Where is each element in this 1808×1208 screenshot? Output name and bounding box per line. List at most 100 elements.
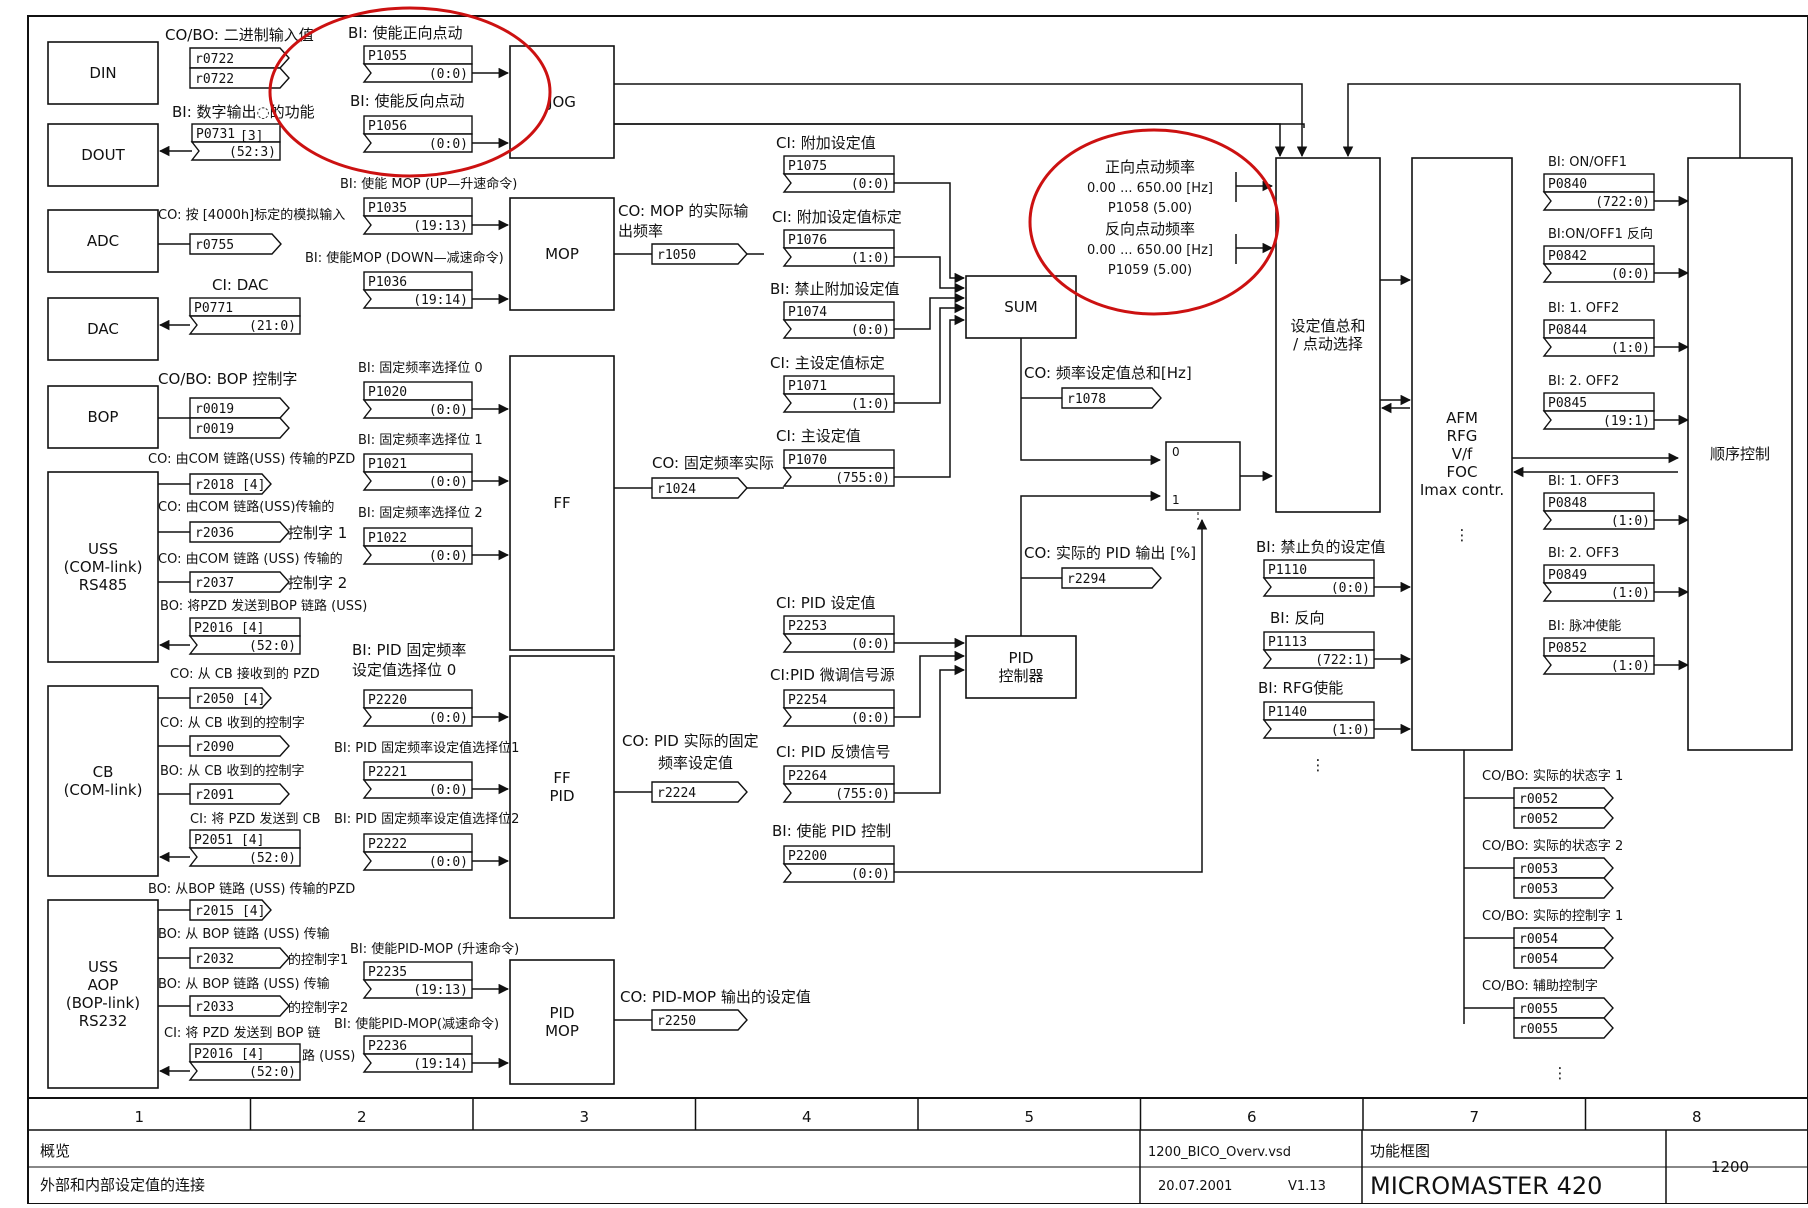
mop-up-param[interactable]: P1035(19:13)	[362, 197, 473, 235]
pid-fb-param[interactable]: P2264(755:0)	[782, 765, 895, 803]
pid-out-param[interactable]: r2294	[1061, 567, 1162, 589]
sum-block-label: SUM	[1004, 298, 1037, 316]
uss4-param[interactable]: P2016 [4](52:0)	[188, 617, 301, 655]
uss2-param[interactable]: r2036	[189, 521, 290, 543]
on-off1-rev-param-param: P0842	[1548, 249, 1587, 264]
pid-sp-param[interactable]: P2253(0:0)	[782, 615, 895, 653]
mop-out-label-2: 出频率	[618, 222, 663, 240]
mop-out-param[interactable]: r1050	[651, 243, 748, 265]
aop1-param[interactable]: r2015 [4]	[189, 899, 272, 921]
pid-trim-param-value-frame	[782, 707, 895, 727]
jog-rev-param-value: (0:0)	[429, 137, 468, 152]
ff1-param[interactable]: P1021(0:0)	[362, 453, 473, 491]
ff0-param[interactable]: P1020(0:0)	[362, 381, 473, 419]
on-off1-rev-param[interactable]: P0842(0:0)	[1542, 245, 1655, 283]
ff2-param[interactable]: P1022(0:0)	[362, 527, 473, 565]
main-param[interactable]: P1070(755:0)	[782, 449, 895, 487]
on-off1-param[interactable]: P0840(722:0)	[1542, 173, 1655, 211]
uss4-param-param: P2016 [4]	[194, 621, 264, 636]
uss1-param[interactable]: r2018 [4]	[189, 473, 272, 495]
ff2-param-value: (0:0)	[429, 549, 468, 564]
pid-fb-param-param: P2264	[788, 769, 827, 784]
adc-param[interactable]: r0755	[189, 233, 282, 255]
ff-out-param[interactable]: r1024	[651, 477, 748, 499]
pulse-param[interactable]: P0852(1:0)	[1542, 637, 1655, 675]
dac-param[interactable]: P0771(21:0)	[188, 297, 301, 335]
ffpid-out-param-param: r2224	[657, 786, 696, 801]
aop1-param-frame	[189, 899, 272, 921]
aop4-param[interactable]: P2016 [4](52:0)	[188, 1043, 301, 1081]
sequence-block-label: 顺序控制	[1710, 445, 1770, 463]
ff1-param-value-frame	[362, 471, 473, 491]
add-scale-param-value: (1:0)	[851, 251, 890, 266]
aux-params-frame-2	[1513, 1017, 1614, 1039]
setpoint-sum-block-label: / 点动选择	[1293, 335, 1363, 353]
ffpid0-param[interactable]: P2220(0:0)	[362, 689, 473, 727]
bop-params-frame-1	[189, 397, 290, 419]
neg-inhibit-param[interactable]: P1110(0:0)	[1262, 559, 1375, 597]
pidmop-up-param[interactable]: P2235(19:13)	[362, 961, 473, 999]
uss4-label: BO: 将PZD 发送到BOP 链路 (USS)	[160, 598, 367, 614]
sum-block: SUM	[965, 275, 1077, 339]
add-param-value: (0:0)	[851, 177, 890, 192]
pid-to-switch	[1020, 490, 1162, 698]
add-scale-param[interactable]: P1076(1:0)	[782, 229, 895, 267]
off3-2-param[interactable]: P0849(1:0)	[1542, 564, 1655, 602]
off2-2-param[interactable]: P0845(19:1)	[1542, 392, 1655, 430]
jog-to-setpoint-1	[614, 83, 1308, 158]
add-inhibit-param[interactable]: P1074(0:0)	[782, 301, 895, 339]
aop3-param[interactable]: r2033	[189, 995, 290, 1017]
jog-rev-param[interactable]: P1056(0:0)	[362, 115, 473, 153]
main-scale-param[interactable]: P1071(1:0)	[782, 375, 895, 413]
afm-block-label: RFG	[1447, 427, 1478, 445]
sequence-to-setpoint	[1342, 83, 1741, 158]
afm-block-label: V/f	[1452, 445, 1473, 463]
setpoint-switch[interactable]	[1165, 441, 1241, 511]
main-scale-param-param: P1071	[788, 379, 827, 394]
aop-block-label: (BOP-link)	[66, 994, 140, 1012]
aop2-param[interactable]: r2032	[189, 947, 290, 969]
aop3-param-param: r2033	[195, 1000, 234, 1015]
status2-params-param-1: r0053	[1519, 862, 1558, 877]
control1-params-param-2: r0054	[1519, 952, 1558, 967]
off3-1-param[interactable]: P0848(1:0)	[1542, 492, 1655, 530]
aop-block-label: AOP	[88, 976, 119, 994]
cb2-param[interactable]: r2090	[189, 735, 290, 757]
off2-1-param[interactable]: P0844(1:0)	[1542, 319, 1655, 357]
ffpid-out-param[interactable]: r2224	[651, 781, 748, 803]
cb3-param[interactable]: r2091	[189, 783, 290, 805]
ffpid-out-label-2: 频率设定值	[658, 754, 733, 772]
pid-en-param[interactable]: P2200(0:0)	[782, 845, 895, 883]
add-param[interactable]: P1075(0:0)	[782, 155, 895, 193]
cb4-param-value-frame	[188, 847, 301, 867]
pidmop-down-param[interactable]: P2236(19:14)	[362, 1035, 473, 1073]
ffpid-out-label-1: CO: PID 实际的固定	[622, 732, 759, 750]
dout-label: BI: 数字输出◌的功能	[172, 103, 315, 121]
mop-down-param[interactable]: P1036(19:14)	[362, 271, 473, 309]
control1-params-frame-1	[1513, 927, 1614, 949]
ffpid1-param[interactable]: P2221(0:0)	[362, 761, 473, 799]
jog-fwd-param-param: P1055	[368, 49, 407, 64]
mop-up-label: BI: 使能 MOP (UP—升速命令)	[340, 176, 517, 192]
dac-block-frame	[47, 297, 159, 361]
cb1-param[interactable]: r2050 [4]	[189, 687, 272, 709]
uss3-param[interactable]: r2037	[189, 571, 290, 593]
pid-trim-param[interactable]: P2254(0:0)	[782, 689, 895, 727]
ffpid2-param[interactable]: P2222(0:0)	[362, 833, 473, 871]
rfg-en-param[interactable]: P1140(1:0)	[1262, 701, 1375, 739]
total-param[interactable]: r1078	[1061, 387, 1162, 409]
jog-fwd-param[interactable]: P1055(0:0)	[362, 45, 473, 83]
pulse-label: BI: 脉冲使能	[1548, 618, 1621, 634]
reverse-param[interactable]: P1113(722:1)	[1262, 631, 1375, 669]
cb4-param[interactable]: P2051 [4](52:0)	[188, 829, 301, 867]
dout-param[interactable]: P0731(52:3)	[190, 123, 281, 161]
pidmop-out-param[interactable]: r2250	[651, 1009, 748, 1031]
control1-label: CO/BO: 实际的控制字 1	[1482, 908, 1623, 924]
